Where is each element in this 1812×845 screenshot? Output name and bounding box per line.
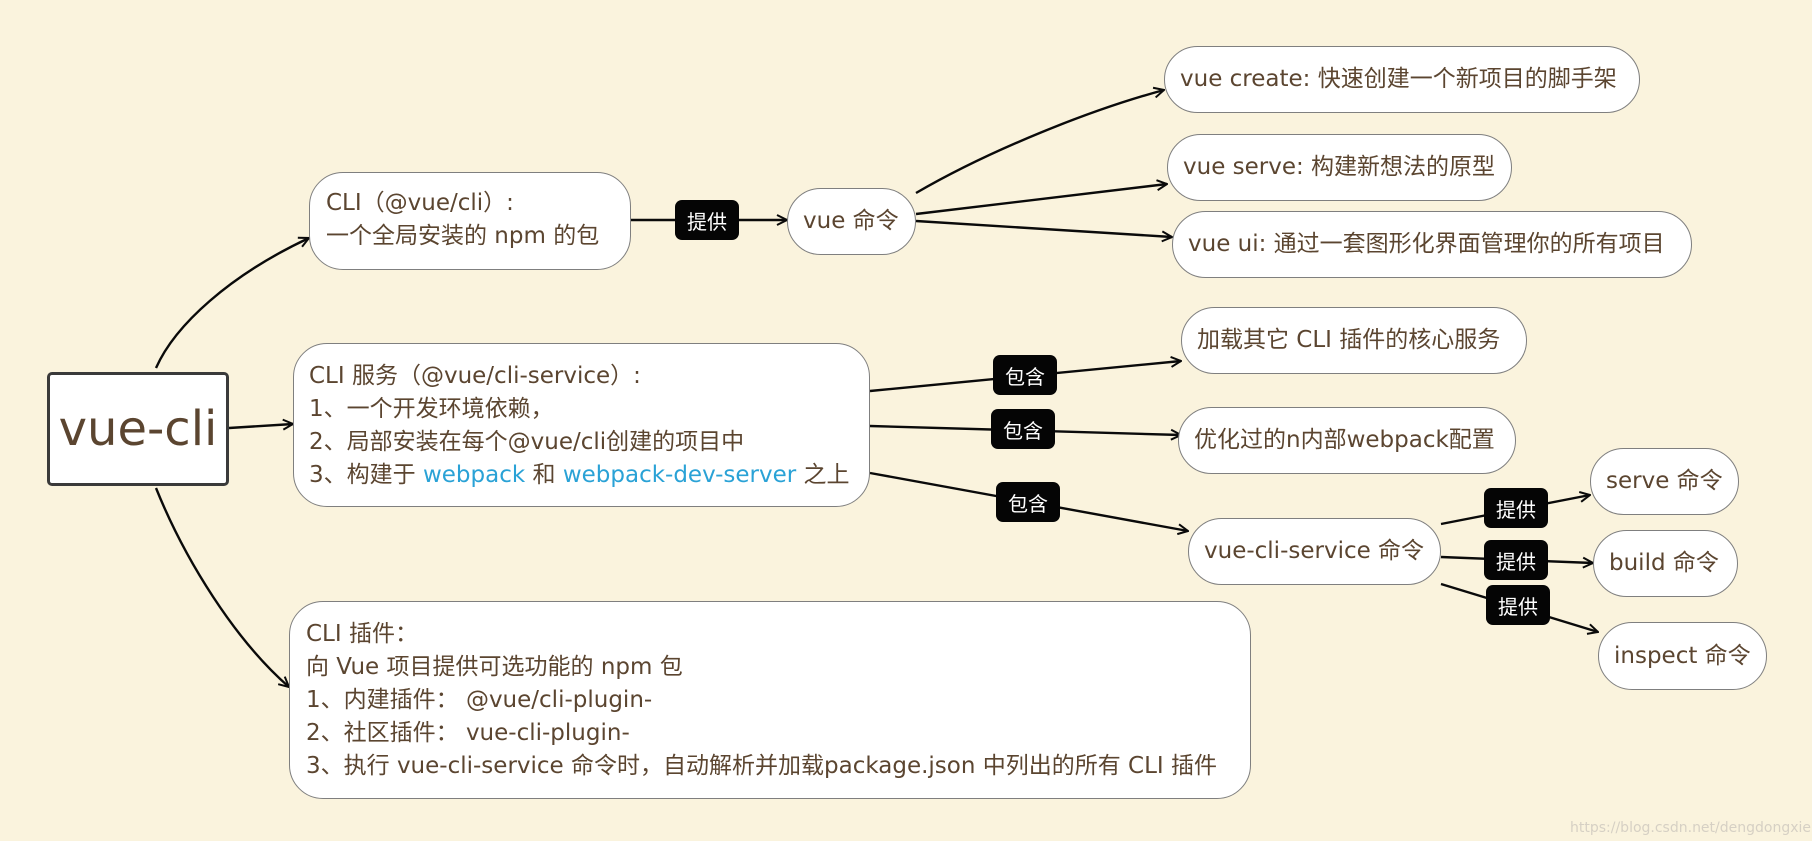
bottom-strip	[0, 841, 1812, 845]
root-node: vue-cli	[47, 372, 229, 486]
inspect-command-node: inspect 命令	[1598, 622, 1767, 690]
build-command-node: build 命令	[1593, 530, 1738, 597]
cli-service-command-node: vue-cli-service 命令	[1188, 518, 1441, 585]
service-title: CLI 服务（@vue/cli-service）:	[309, 363, 641, 389]
edge-vue-to-serve	[915, 184, 1167, 216]
contain-tag-2: 包含	[991, 409, 1055, 449]
plugins-item-3: 3、执行 vue-cli-service 命令时，自动解析并加载package.…	[306, 753, 1218, 779]
service-item-2: 2、局部安装在每个@vue/cli创建的项目中	[309, 429, 745, 455]
serve-command-node: serve 命令	[1590, 448, 1739, 515]
contain-tag-3: 包含	[996, 482, 1060, 522]
root-label: vue-cli	[58, 401, 218, 457]
cli-service-node: CLI 服务（@vue/cli-service）: 1、一个开发环境依赖， 2、…	[293, 343, 870, 507]
webpack-dev-server-link[interactable]: webpack-dev-server	[562, 462, 797, 488]
edge-vue-to-ui	[915, 219, 1172, 237]
cli-node: CLI（@vue/cli）: 一个全局安装的 npm 的包	[309, 172, 631, 270]
vue-command-label: vue 命令	[803, 208, 899, 234]
provide-tag-serve: 提供	[1484, 488, 1548, 528]
vue-create-node: vue create: 快速创建一个新项目的脚手架	[1164, 46, 1640, 113]
edge-root-to-service	[228, 424, 293, 428]
vue-command-node: vue 命令	[787, 188, 916, 255]
core-service-node: 加载其它 CLI 插件的核心服务	[1181, 307, 1527, 374]
cli-plugins-node: CLI 插件： 向 Vue 项目提供可选功能的 npm 包 1、内建插件： @v…	[289, 601, 1251, 799]
plugins-title: CLI 插件：	[306, 621, 418, 647]
service-item-3: 3、构建于 webpack 和 webpack-dev-server 之上	[309, 462, 850, 488]
webpack-config-node: 优化过的n内部webpack配置	[1178, 407, 1516, 474]
service-item-1: 1、一个开发环境依赖，	[309, 396, 554, 422]
plugins-item-2: 2、社区插件： vue-cli-plugin-	[306, 720, 630, 746]
edge-root-to-plugins	[154, 487, 289, 687]
plugins-description: 向 Vue 项目提供可选功能的 npm 包	[306, 654, 683, 680]
edge-root-to-cli	[154, 238, 309, 369]
plugins-item-1: 1、内建插件： @vue/cli-plugin-	[306, 687, 653, 713]
watermark-text: https://blog.csdn.net/dengdongxie	[1570, 820, 1812, 836]
edge-vue-to-create	[915, 90, 1164, 195]
vue-ui-node: vue ui: 通过一套图形化界面管理你的所有项目	[1172, 211, 1692, 278]
provide-tag-build: 提供	[1484, 540, 1548, 580]
contain-tag-1: 包含	[993, 355, 1057, 395]
provide-tag-cli: 提供	[675, 200, 739, 240]
provide-tag-inspect: 提供	[1486, 585, 1550, 625]
cli-description: 一个全局安装的 npm 的包	[326, 223, 600, 249]
webpack-link[interactable]: webpack	[422, 462, 526, 488]
vue-serve-node: vue serve: 构建新想法的原型	[1167, 134, 1512, 201]
cli-title: CLI（@vue/cli）:	[326, 190, 514, 216]
